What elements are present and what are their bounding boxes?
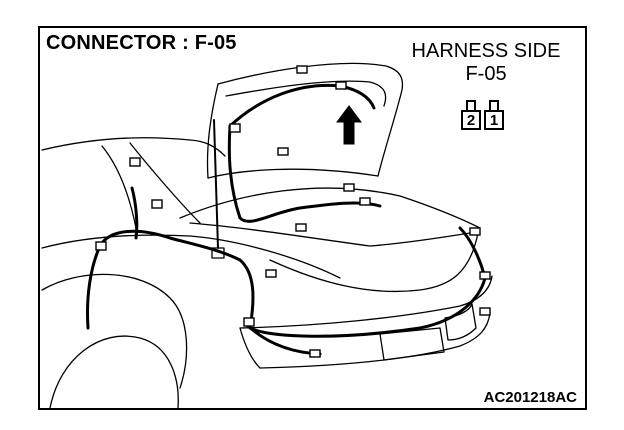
tail-light — [444, 303, 477, 341]
connector-latch — [489, 100, 499, 111]
antenna-mast — [213, 119, 219, 249]
c-pillar — [129, 142, 201, 224]
connector-pin: 2 — [461, 110, 481, 130]
connector-mark — [95, 241, 107, 251]
harness-lid-down — [227, 124, 382, 223]
connector-title: CONNECTOR : F-05 — [46, 32, 237, 54]
figure-code: AC201218AC — [483, 389, 577, 406]
bumper-left — [239, 327, 261, 369]
vehicle-rear-illustration — [41, 62, 493, 408]
connector-latch — [466, 100, 476, 111]
rear-wheel — [49, 335, 179, 408]
harness-left — [86, 186, 139, 330]
connector-mark — [335, 81, 347, 90]
connector-code-label: F-05 — [465, 63, 507, 85]
trunk-lid-left-edge — [206, 83, 219, 179]
antenna-base — [211, 247, 225, 259]
car-roof-line — [41, 137, 226, 157]
connector-mark — [469, 227, 481, 236]
connector-mark — [309, 349, 321, 358]
trunk-opening — [179, 187, 481, 229]
license-plate — [379, 327, 445, 361]
connector-mark — [296, 65, 308, 74]
harness-main — [98, 226, 487, 338]
rear-wheel-arch — [41, 273, 188, 389]
connector-mark — [295, 223, 307, 232]
connector-mark — [243, 317, 255, 327]
rear-bumper-bottom — [259, 312, 491, 369]
rear-window-line — [101, 145, 137, 229]
connector-mark — [129, 157, 141, 167]
rear-fender — [189, 222, 479, 247]
connector-mark — [343, 183, 355, 192]
connector-pin: 1 — [484, 110, 504, 130]
rear-bumper-top — [239, 275, 493, 329]
connector-mark — [229, 123, 241, 133]
car-side-line — [41, 234, 341, 279]
diagram-frame: CONNECTOR : F-05 HARNESS SIDE F-05 2 1 A… — [38, 26, 587, 410]
harness-side-text: HARNESS SIDE — [411, 40, 561, 62]
connector-mark — [359, 197, 371, 206]
trunk-lid-inner — [225, 80, 387, 107]
connector-mark — [479, 307, 491, 316]
connector-mark — [151, 199, 163, 209]
location-arrow — [336, 105, 362, 145]
connector-face-diagram: 2 1 — [460, 100, 510, 136]
harness-side-label: HARNESS SIDE F-05 — [386, 40, 585, 86]
trunk-hinge — [207, 168, 379, 179]
connector-mark — [277, 147, 289, 156]
harness-lid — [228, 83, 376, 128]
trunk-lid-outline — [217, 62, 404, 177]
trunk-floor — [269, 232, 479, 293]
connector-mark — [265, 269, 277, 278]
connector-mark — [479, 271, 491, 280]
